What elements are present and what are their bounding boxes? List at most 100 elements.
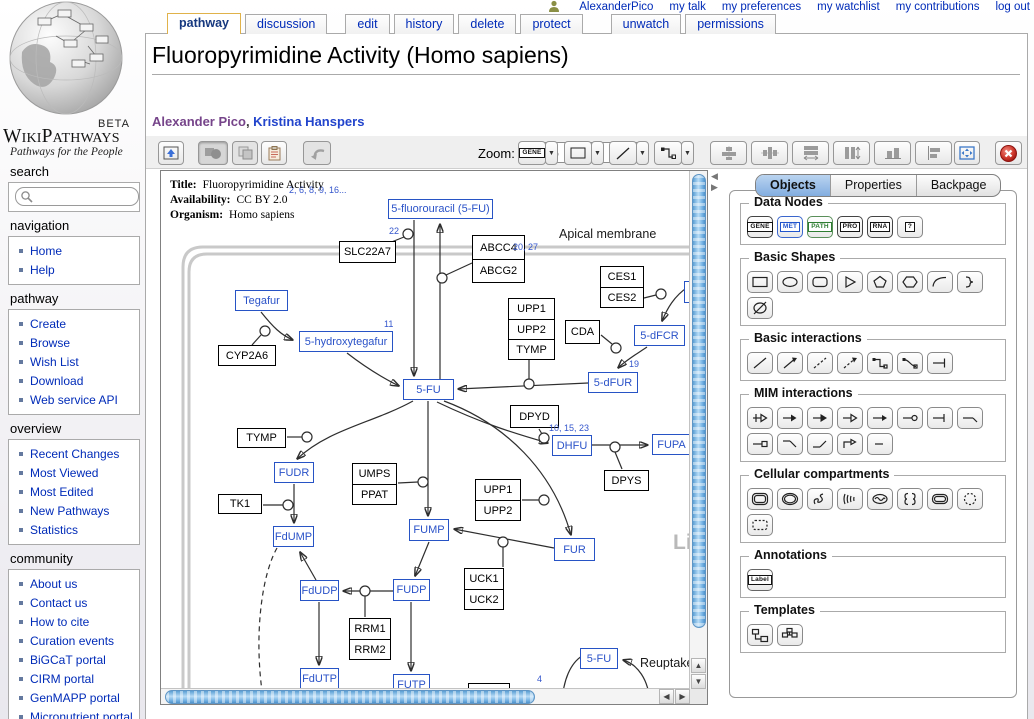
sidebar-item-genmapp-portal[interactable]: GenMAPP portal [15, 688, 139, 707]
pathway-node-fudr[interactable]: FUDR [274, 462, 314, 483]
pathway-node-group-upp1-upp2-tymp[interactable]: UPP1UPP2TYMP [508, 298, 555, 360]
sidebar-item-cirm-portal[interactable]: CIRM portal [15, 669, 139, 688]
new-line-tool[interactable] [609, 141, 637, 165]
collapse-right-icon[interactable]: ▶ [711, 183, 718, 191]
pathway-node-slc22a7[interactable]: SLC22A7 [339, 241, 396, 263]
pathway-node-5-dfur[interactable]: 5-dFUR [588, 372, 638, 393]
new-brace-button[interactable] [957, 271, 983, 293]
sidebar-item-browse[interactable]: Browse [15, 333, 139, 352]
new-mim-transcription-translation-button[interactable] [837, 433, 863, 455]
new-mim-covalent-bond-button[interactable] [747, 433, 773, 455]
sidebar-item-about-us[interactable]: About us [15, 574, 139, 593]
tab-pathway[interactable]: pathway [167, 13, 241, 34]
new-met-button[interactable]: MET [777, 216, 803, 238]
pathway-node-fupa[interactable]: FUPA [652, 434, 691, 455]
scroll-up-button[interactable]: ▲ [691, 658, 706, 673]
tab-delete[interactable]: delete [458, 14, 516, 34]
panel-tab-properties[interactable]: Properties [831, 175, 917, 196]
new-nucleus-button[interactable] [777, 488, 803, 510]
pathway-node-fdutp[interactable]: FdUTP [300, 668, 339, 689]
author-link-alexander-pico[interactable]: Alexander Pico [152, 114, 246, 129]
new-ellipse-button[interactable] [777, 271, 803, 293]
pathway-node-dhfu[interactable]: DHFU [552, 435, 592, 456]
scroll-right-button[interactable]: ▶ [675, 689, 690, 704]
new-hexagon-button[interactable] [897, 271, 923, 293]
userbar-link-my-contributions[interactable]: my contributions [896, 1, 980, 13]
pathway-node-upp1[interactable]: UPP1 [476, 480, 520, 500]
search-input[interactable] [15, 187, 139, 206]
sidebar-item-how-to-cite[interactable]: How to cite [15, 612, 139, 631]
new-path-button[interactable]: PATH [807, 216, 833, 238]
shape-tool-dropdown-arrow[interactable]: ▼ [591, 141, 604, 165]
pathway-node-5-hydroxytegafur[interactable]: 5-hydroxytegafur [299, 331, 393, 352]
pathway-node-tegafur[interactable]: Tegafur [235, 290, 288, 311]
userbar-link-my-preferences[interactable]: my preferences [722, 1, 801, 13]
pathway-node-upp2[interactable]: UPP2 [509, 319, 554, 339]
pathway-node-fump[interactable]: FUMP [409, 519, 449, 541]
set-common-height-button[interactable] [833, 141, 870, 165]
pathway-node-group-uck1-uck2[interactable]: UCK1UCK2 [464, 568, 504, 610]
new-curved-connector-button[interactable] [897, 352, 923, 374]
sidebar-item-statistics[interactable]: Statistics [15, 520, 139, 539]
sidebar-item-download[interactable]: Download [15, 371, 139, 390]
new-pro-button[interactable]: PRO [837, 216, 863, 238]
new-mim-cleavage-button[interactable] [957, 407, 983, 429]
new-arrow-button[interactable] [777, 352, 803, 374]
userbar-link-my-talk[interactable]: my talk [669, 1, 705, 13]
horizontal-scroll-thumb[interactable] [165, 690, 535, 704]
new-mim-branch-left-button[interactable] [807, 433, 833, 455]
new-gene-button[interactable]: GENE [747, 216, 773, 238]
new-endoplasmic-reticulum-button[interactable] [807, 488, 833, 510]
align-vertical-center-button[interactable] [710, 141, 747, 165]
sidebar-item-home[interactable]: Home [15, 241, 139, 260]
pathway-node-rrm2[interactable]: RRM2 [350, 639, 390, 659]
sidebar-item-new-pathways[interactable]: New Pathways [15, 501, 139, 520]
new-mim-stimulation-button[interactable] [837, 407, 863, 429]
set-common-width-button[interactable] [792, 141, 829, 165]
new-mim-catalysis-button[interactable] [897, 407, 923, 429]
pathway-canvas[interactable]: Liv [160, 170, 708, 705]
new-mim-gap-button[interactable] [867, 433, 893, 455]
scroll-left-button[interactable]: ◀ [659, 689, 674, 704]
new-mim-inhibition-button[interactable] [927, 407, 953, 429]
align-left-button[interactable] [915, 141, 952, 165]
vertical-scroll-thumb[interactable] [692, 174, 706, 628]
line-tool-dropdown-arrow[interactable]: ▼ [636, 141, 649, 165]
new-mim-branch-right-button[interactable] [777, 433, 803, 455]
literature-refs[interactable]: 22 [389, 226, 399, 236]
new-reaction-template-button[interactable] [777, 624, 803, 646]
connector-tool-dropdown-arrow[interactable]: ▼ [681, 141, 694, 165]
pathway-node-umps[interactable]: UMPS [353, 464, 396, 484]
exit-editor-button[interactable] [995, 141, 1022, 165]
collapse-left-icon[interactable]: ◀ [711, 172, 718, 180]
scroll-down-button[interactable]: ▼ [691, 674, 706, 689]
pathway-node-tymp[interactable]: TYMP [237, 428, 286, 448]
userbar-link-alexanderpico[interactable]: AlexanderPico [579, 1, 653, 13]
pathway-node-fdudp[interactable]: FdUDP [300, 580, 339, 601]
pathway-node-group-ces1-ces2[interactable]: CES1CES2 [600, 266, 644, 308]
sidebar-item-most-edited[interactable]: Most Edited [15, 482, 139, 501]
tab-permissions[interactable]: permissions [685, 14, 776, 34]
author-link-kristina-hanspers[interactable]: Kristina Hanspers [253, 114, 364, 129]
new-mim-necessary-stimulation-button[interactable] [747, 407, 773, 429]
new-mim-conversion-button[interactable] [807, 407, 833, 429]
sidebar-item-wish-list[interactable]: Wish List [15, 352, 139, 371]
fit-to-window-button[interactable] [954, 141, 980, 165]
panel-tab-backpage[interactable]: Backpage [917, 175, 1001, 196]
userbar-link-log-out[interactable]: log out [995, 1, 1030, 13]
pathway-node-fudp[interactable]: FUDP [393, 579, 430, 601]
new-rna-button[interactable]: RNA [867, 216, 893, 238]
sidebar-item-contact-us[interactable]: Contact us [15, 593, 139, 612]
new-mim-modification-button[interactable] [867, 407, 893, 429]
new-shape-tool[interactable] [564, 141, 592, 165]
new-extracellular-region-button[interactable] [747, 514, 773, 536]
userbar-link-my-watchlist[interactable]: my watchlist [817, 1, 880, 13]
new-blank-button[interactable]: ? [897, 216, 923, 238]
sidebar-item-recent-changes[interactable]: Recent Changes [15, 444, 139, 463]
new-organelle-button[interactable] [927, 488, 953, 510]
gene-tool-dropdown-arrow[interactable]: ▼ [545, 141, 558, 165]
align-horizontal-center-button[interactable] [751, 141, 788, 165]
new-inhibition-template-button[interactable] [747, 624, 773, 646]
literature-refs[interactable]: 20, 27 [513, 242, 538, 252]
new-pentagon-button[interactable] [867, 271, 893, 293]
